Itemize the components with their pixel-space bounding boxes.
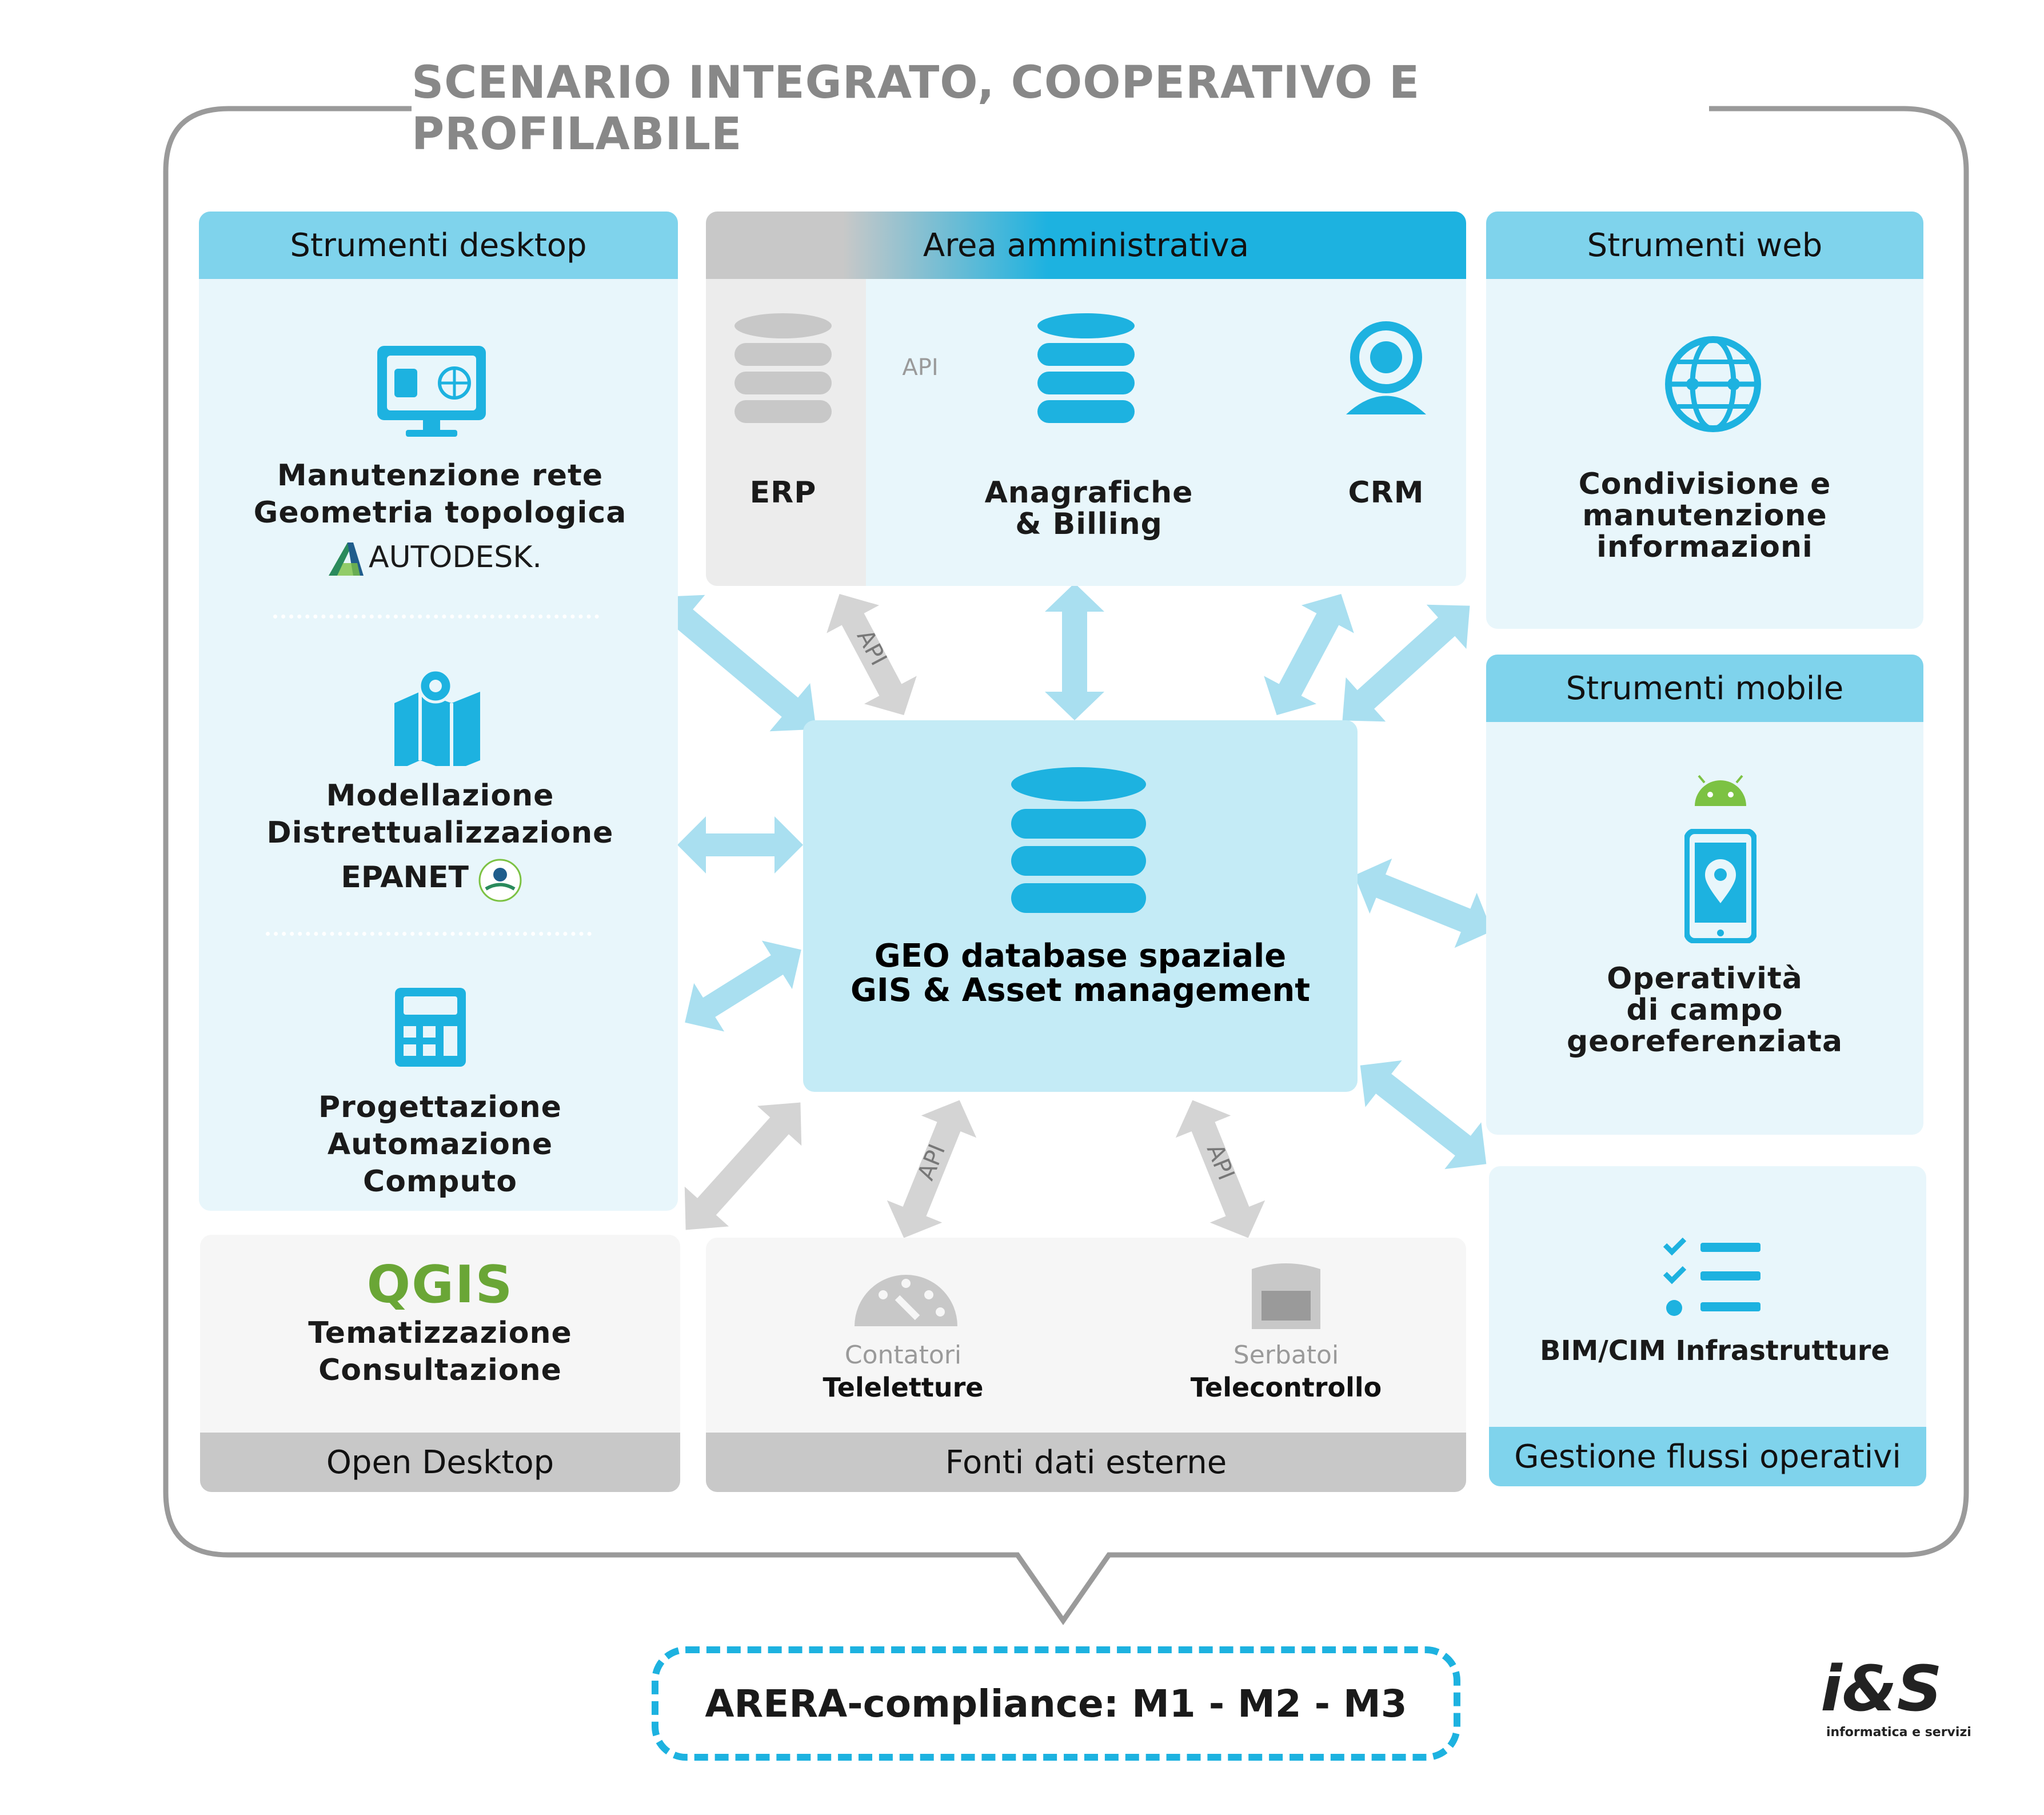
autodesk-logo-icon — [329, 542, 364, 576]
geo-database-line1: GEO database spaziale — [874, 938, 1287, 975]
workflow-label: BIM/CIM Infrastrutture — [1540, 1335, 1890, 1367]
workflow-footer: Gestione flussi operativi — [1489, 1427, 1926, 1486]
desktop-item3-line2: Automazione — [327, 1127, 553, 1162]
crm-label: CRM — [1348, 476, 1424, 510]
geo-database-icon — [1011, 767, 1146, 913]
anagrafiche-line1: Anagrafiche — [984, 476, 1193, 510]
mobile-line2: di campo — [1626, 993, 1783, 1027]
admin-area-panel: Area amministrativa — [706, 212, 1466, 586]
meters-readings-label: Teleletture — [823, 1372, 984, 1403]
open-desktop-line1: Tematizzazione — [308, 1316, 572, 1350]
mobile-tools-header: Strumenti mobile — [1486, 655, 1923, 722]
mobile-line3: georeferenziata — [1566, 1024, 1843, 1059]
smartphone-location-icon — [1684, 829, 1756, 943]
meters-label: Contatori — [844, 1341, 962, 1370]
external-sources-panel: Fonti dati esterne — [706, 1238, 1466, 1492]
open-desktop-line2: Consultazione — [318, 1353, 562, 1387]
checklist-icon — [1663, 1237, 1760, 1316]
web-line2: manutenzione — [1582, 498, 1827, 533]
desktop-tools-header: Strumenti desktop — [199, 212, 678, 279]
mobile-line1: Operatività — [1607, 962, 1803, 996]
erp-api-label: API — [902, 354, 939, 381]
desktop-item1-line2: Geometria topologica — [253, 496, 627, 530]
divider — [273, 615, 599, 619]
connector-arrows — [658, 341, 1492, 1170]
erp-database-icon — [734, 313, 832, 423]
grey-arrows — [684, 594, 1265, 1238]
desktop-item3-line1: Progettazione — [318, 1090, 562, 1124]
android-icon — [1695, 775, 1746, 806]
open-desktop-panel: Open Desktop — [200, 1235, 680, 1492]
map-pin-icon — [394, 669, 480, 766]
admin-area-header: Area amministrativa — [706, 212, 1466, 279]
globe-icon — [1665, 336, 1761, 432]
autodesk-label: AUTODESK. — [369, 540, 542, 575]
is-logo: i&S — [1821, 1652, 1942, 1725]
desktop-item2-line2: Distrettualizzazione — [266, 816, 614, 850]
web-line1: Condivisione e — [1578, 467, 1831, 501]
workflow-panel: Gestione flussi operativi — [1489, 1166, 1926, 1486]
web-tools-panel: Strumenti web — [1486, 212, 1923, 629]
meter-gauge-icon — [855, 1275, 957, 1326]
tank-icon — [1252, 1263, 1320, 1329]
geo-database-line2: GIS & Asset management — [850, 972, 1311, 1009]
web-tools-header: Strumenti web — [1486, 212, 1923, 279]
epa-logo-icon — [478, 859, 522, 902]
erp-label: ERP — [749, 476, 817, 510]
is-logo-tagline: informatica e servizi — [1826, 1725, 1971, 1740]
external-sources-footer: Fonti dati esterne — [706, 1433, 1466, 1492]
qgis-logo: QGIS — [366, 1255, 514, 1315]
tanks-remote-control-label: Telecontrollo — [1190, 1372, 1382, 1403]
desktop-item3-line3: Computo — [363, 1164, 517, 1199]
desktop-item1-line1: Manutenzione rete — [277, 458, 604, 493]
crm-headset-icon — [1346, 321, 1426, 414]
tanks-label: Serbatoi — [1233, 1341, 1339, 1370]
desktop-item2-line1: Modellazione — [326, 779, 554, 813]
web-line3: informazioni — [1596, 530, 1813, 564]
anagrafiche-line2: & Billing — [1015, 507, 1163, 541]
diagram-title: SCENARIO INTEGRATO, COOPERATIVO E PROFIL… — [412, 57, 1669, 160]
arera-compliance-box: ARERA-compliance: M1 - M2 - M3 — [652, 1646, 1460, 1761]
monitor-icon — [377, 346, 486, 437]
anagrafiche-database-icon — [1037, 313, 1135, 423]
divider — [266, 932, 592, 936]
epanet-label: EPANET — [341, 860, 469, 895]
open-desktop-footer: Open Desktop — [200, 1433, 680, 1492]
calculator-icon — [395, 988, 466, 1067]
